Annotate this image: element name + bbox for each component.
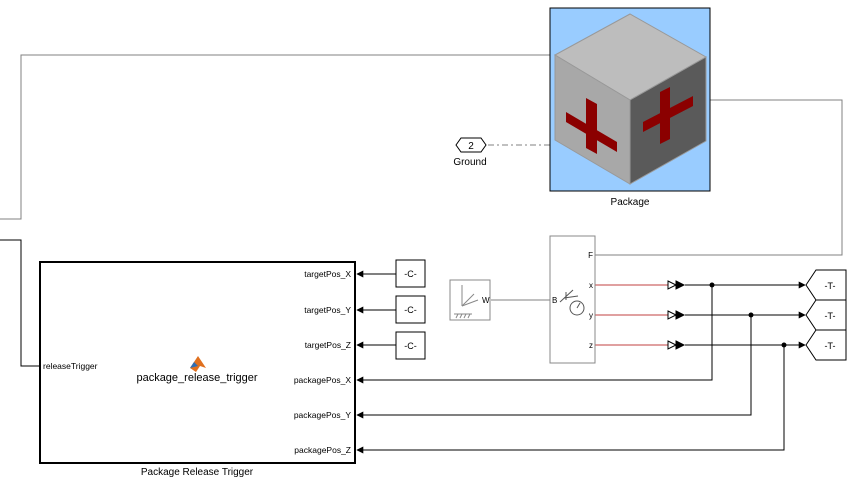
package-release-trigger-block[interactable]: package_release_trigger releaseTrigger t… bbox=[39, 261, 356, 478]
left-cross-icon bbox=[566, 98, 617, 154]
package-block[interactable]: Package bbox=[549, 7, 711, 208]
sensor-port-x: x bbox=[589, 281, 593, 290]
input-release-trigger: releaseTrigger bbox=[43, 361, 98, 371]
branch-points bbox=[709, 282, 787, 348]
sensor-port-y: y bbox=[589, 311, 593, 320]
goto-z-label: -T- bbox=[825, 341, 836, 351]
matlab-logo-icon bbox=[190, 356, 206, 372]
converter-z[interactable] bbox=[667, 340, 686, 350]
frame-axes-icon bbox=[454, 285, 479, 319]
converter-y[interactable] bbox=[667, 310, 686, 320]
constant-y-label: -C- bbox=[404, 305, 417, 315]
goto-x-label: -T- bbox=[825, 281, 836, 291]
input-target-x: targetPos_X bbox=[304, 269, 351, 279]
ground-port[interactable]: 2 Ground bbox=[453, 137, 487, 168]
transform-sensor-block[interactable]: B F x y z bbox=[549, 235, 596, 364]
input-package-y: packagePos_Y bbox=[294, 410, 352, 420]
sensor-port-z: z bbox=[589, 341, 593, 350]
world-frame-block[interactable]: W bbox=[449, 279, 491, 321]
goto-tag-y[interactable]: -T- bbox=[805, 299, 847, 331]
converters bbox=[667, 280, 686, 350]
package-cube-icon bbox=[553, 13, 708, 185]
goto-y-label: -T- bbox=[825, 311, 836, 321]
function-name: package_release_trigger bbox=[136, 372, 257, 384]
sensor-port-f: F bbox=[588, 251, 593, 260]
world-port-label: W bbox=[482, 296, 490, 305]
package-x-feedback-line[interactable] bbox=[356, 285, 713, 384]
release-trigger-line[interactable] bbox=[0, 239, 40, 367]
sensor-gauge-icon bbox=[559, 289, 585, 316]
constant-block-y[interactable]: -C- bbox=[395, 295, 426, 324]
package-y-feedback-line[interactable] bbox=[356, 315, 752, 419]
trigger-block-title: Package Release Trigger bbox=[141, 467, 254, 478]
sensor-in-port: B bbox=[552, 296, 557, 305]
right-cross-icon bbox=[643, 87, 693, 144]
package-to-sensor-line[interactable] bbox=[595, 99, 843, 256]
package-label: Package bbox=[611, 197, 650, 208]
ground-port-number: 2 bbox=[468, 141, 474, 152]
goto-tag-x[interactable]: -T- bbox=[805, 269, 847, 301]
goto-tag-z[interactable]: -T- bbox=[805, 329, 847, 361]
input-package-x: packagePos_X bbox=[294, 375, 352, 385]
constant-z-label: -C- bbox=[404, 341, 417, 351]
constant-x-label: -C- bbox=[404, 269, 417, 279]
converter-x[interactable] bbox=[667, 280, 686, 290]
package-z-feedback-line[interactable] bbox=[356, 345, 785, 454]
input-target-z: targetPos_Z bbox=[305, 340, 351, 350]
package-connection-line[interactable] bbox=[0, 54, 555, 220]
input-package-z: packagePos_Z bbox=[294, 445, 351, 455]
constant-block-z[interactable]: -C- bbox=[395, 331, 426, 360]
constant-block-x[interactable]: -C- bbox=[395, 259, 426, 288]
input-target-y: targetPos_Y bbox=[304, 305, 351, 315]
ground-port-label: Ground bbox=[453, 157, 486, 168]
